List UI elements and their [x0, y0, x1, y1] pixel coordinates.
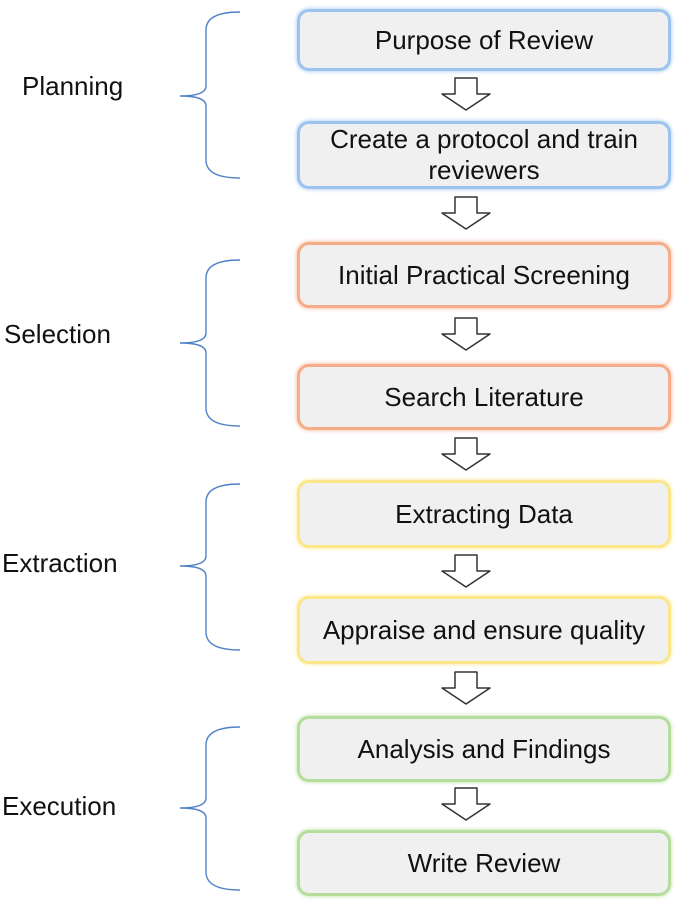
- phase-label-execution: Execution: [2, 791, 117, 821]
- step-label: Search Literature: [384, 381, 584, 412]
- brace-selection: [179, 259, 241, 427]
- down-arrow-icon: [441, 671, 491, 705]
- step-box-write-review: Write Review: [297, 830, 671, 896]
- brace-planning: [179, 11, 241, 179]
- phase-label-selection: Selection: [4, 319, 111, 349]
- step-label: Analysis and Findings: [357, 733, 611, 764]
- step-box-appraise-quality: Appraise and ensure quality: [297, 596, 671, 664]
- step-label: Appraise and ensure quality: [322, 614, 646, 645]
- step-label: Extracting Data: [395, 498, 573, 529]
- phase-label-planning: Planning: [22, 71, 124, 101]
- down-arrow-icon: [441, 787, 491, 821]
- step-label: Write Review: [407, 847, 561, 878]
- phase-label-extraction: Extraction: [2, 548, 118, 578]
- step-box-create-protocol: Create a protocol and train reviewers: [297, 121, 671, 189]
- step-box-extracting-data: Extracting Data: [297, 480, 671, 548]
- down-arrow-icon: [441, 196, 491, 230]
- down-arrow-icon: [441, 77, 491, 111]
- brace-execution: [179, 726, 241, 891]
- brace-extraction: [179, 483, 241, 651]
- step-box-initial-screening: Initial Practical Screening: [297, 242, 671, 308]
- step-label: Create a protocol and train reviewers: [330, 124, 638, 185]
- step-box-analysis-findings: Analysis and Findings: [297, 716, 671, 782]
- step-label: Initial Practical Screening: [338, 259, 630, 290]
- down-arrow-icon: [441, 317, 491, 351]
- step-label: Purpose of Review: [374, 24, 594, 55]
- down-arrow-icon: [441, 437, 491, 471]
- step-box-purpose-of-review: Purpose of Review: [297, 9, 671, 71]
- down-arrow-icon: [441, 554, 491, 588]
- step-box-search-literature: Search Literature: [297, 364, 671, 430]
